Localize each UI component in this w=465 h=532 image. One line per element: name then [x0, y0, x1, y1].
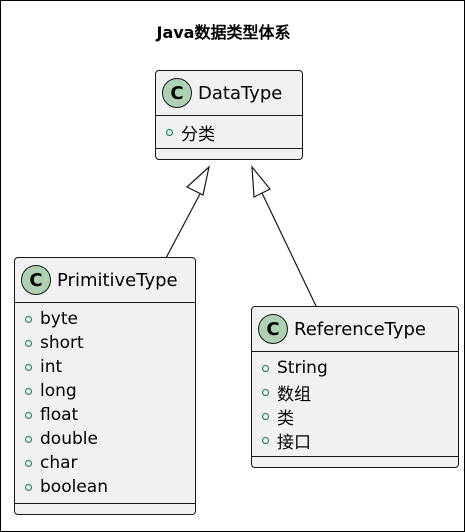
public-visibility-icon	[262, 364, 269, 372]
class-stereotype-icon: C	[258, 314, 288, 344]
public-visibility-icon	[25, 387, 32, 395]
attribute-item: int	[25, 355, 195, 379]
class-name: ReferenceType	[294, 318, 426, 340]
diagram-title: Java数据类型体系	[156, 23, 291, 42]
attribute-label: byte	[40, 309, 78, 329]
attribute-label: double	[40, 429, 98, 449]
attribute-label: long	[40, 381, 77, 401]
class-header: C DataType	[156, 71, 302, 116]
class-stereotype-icon: C	[21, 265, 51, 295]
public-visibility-icon	[25, 339, 32, 347]
attribute-item: long	[25, 379, 195, 403]
attribute-item: 接口	[262, 428, 458, 453]
class-name: PrimitiveType	[57, 269, 178, 291]
attribute-item: float	[25, 403, 195, 427]
public-visibility-icon	[25, 315, 32, 323]
attribute-item: 类	[262, 404, 458, 429]
public-visibility-icon	[25, 411, 32, 419]
attribute-label: 类	[277, 408, 294, 429]
public-visibility-icon	[166, 128, 173, 136]
attribute-label: char	[40, 453, 78, 473]
attribute-label: String	[277, 358, 328, 378]
class-header: C ReferenceType	[252, 307, 458, 352]
inheritance-arrowhead-reference	[251, 165, 271, 198]
relation-reference-to-datatype	[261, 192, 317, 307]
attribute-label: int	[40, 357, 63, 377]
inheritance-arrowhead-primitive	[185, 165, 210, 196]
public-visibility-icon	[25, 363, 32, 371]
class-primitivetype[interactable]: C PrimitiveType byte short int long floa…	[14, 257, 196, 515]
attribute-list: String 数组 类 接口	[252, 352, 458, 457]
attribute-label: 接口	[277, 432, 311, 453]
class-header: C PrimitiveType	[15, 258, 195, 303]
attribute-item: short	[25, 331, 195, 355]
attribute-item: double	[25, 427, 195, 451]
method-compartment	[15, 504, 195, 514]
attribute-label: boolean	[40, 477, 108, 497]
method-compartment	[156, 149, 302, 159]
public-visibility-icon	[25, 435, 32, 443]
attribute-item: char	[25, 451, 195, 475]
public-visibility-icon	[262, 436, 269, 444]
attribute-label: float	[40, 405, 79, 425]
method-compartment	[252, 457, 458, 467]
relation-primitive-to-datatype	[165, 191, 202, 259]
class-referencetype[interactable]: C ReferenceType String 数组 类 接口	[251, 306, 459, 468]
class-stereotype-icon: C	[162, 78, 192, 108]
class-datatype[interactable]: C DataType 分类	[155, 70, 303, 160]
attribute-item: boolean	[25, 475, 195, 499]
public-visibility-icon	[25, 459, 32, 467]
attribute-label: short	[40, 333, 84, 353]
attribute-list: byte short int long float double char bo…	[15, 303, 195, 504]
class-name: DataType	[198, 82, 283, 104]
attribute-label: 分类	[181, 124, 215, 145]
attribute-label: 数组	[277, 384, 311, 405]
public-visibility-icon	[262, 412, 269, 420]
attribute-item: byte	[25, 307, 195, 331]
public-visibility-icon	[262, 388, 269, 396]
attribute-list: 分类	[156, 116, 302, 149]
attribute-item: String	[262, 356, 458, 380]
attribute-item: 分类	[166, 120, 302, 145]
attribute-item: 数组	[262, 380, 458, 405]
public-visibility-icon	[25, 483, 32, 491]
